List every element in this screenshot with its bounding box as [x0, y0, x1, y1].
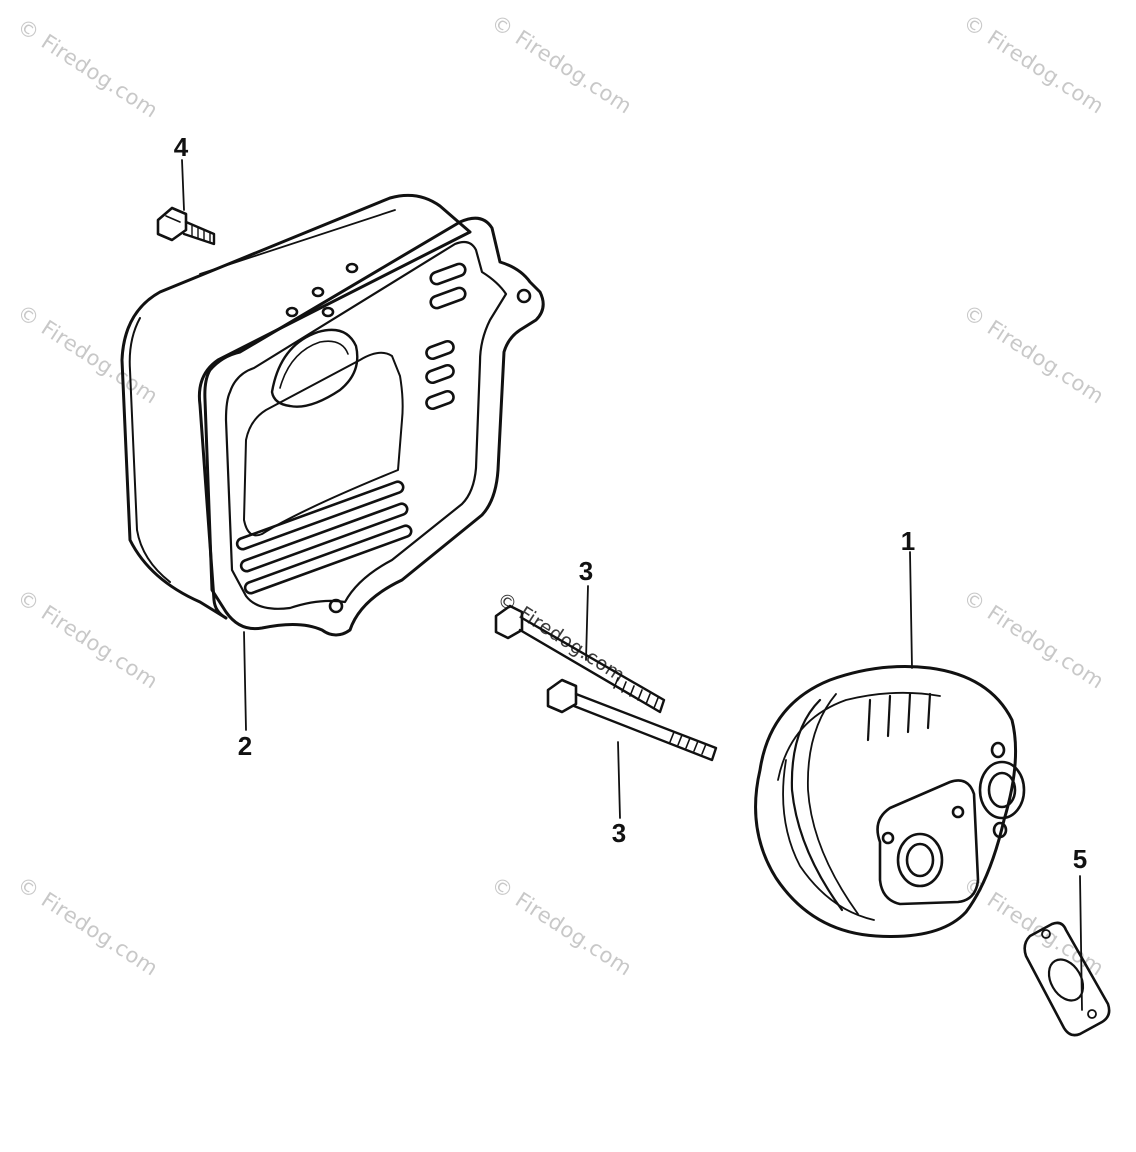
muffler-protector-part [120, 193, 545, 637]
callout-part-3-upper: 3 [578, 556, 594, 586]
bolt-part-lower [546, 678, 718, 762]
muffler-part [754, 665, 1026, 938]
callout-part-4: 4 [173, 132, 189, 162]
callout-part-3-lower: 3 [611, 818, 627, 848]
callout-part-5: 5 [1072, 844, 1088, 874]
screw-part [156, 206, 216, 246]
gasket-part [1023, 921, 1111, 1037]
callout-part-2: 2 [237, 731, 253, 761]
leader-lines [181, 159, 1083, 1011]
callout-part-1: 1 [900, 526, 916, 556]
bolt-part-upper [494, 604, 666, 714]
